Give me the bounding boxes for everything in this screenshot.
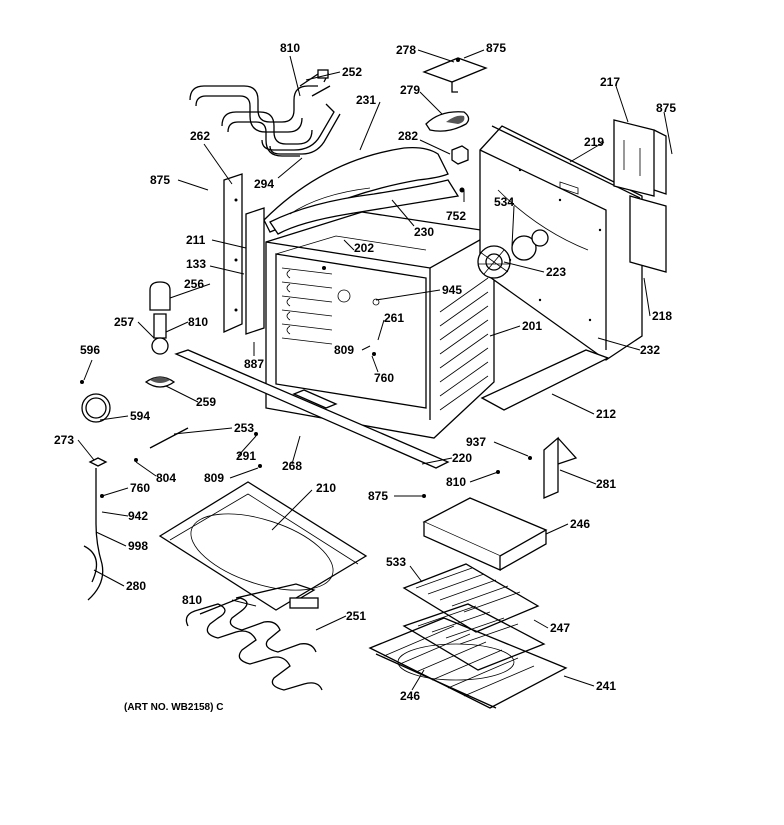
leader-lines bbox=[77, 49, 673, 691]
callout-label: 760 bbox=[130, 481, 150, 495]
callout-label: 262 bbox=[190, 129, 210, 143]
callout-label: 279 bbox=[400, 83, 420, 97]
callout-label: 942 bbox=[128, 509, 148, 523]
callout-label: 268 bbox=[282, 459, 302, 473]
callout-label: 278 bbox=[396, 43, 416, 57]
callout-label: 259 bbox=[196, 395, 216, 409]
callout-label: 256 bbox=[184, 277, 204, 291]
top-baffle bbox=[263, 146, 460, 235]
bottom-plates bbox=[174, 349, 610, 469]
callout-label: 251 bbox=[346, 609, 366, 623]
callout-labels: 810 252 278 875 279 231 262 282 217 875 … bbox=[54, 41, 676, 703]
callout-label: 533 bbox=[386, 555, 406, 569]
bracket-281 bbox=[422, 436, 578, 499]
callout-label: 804 bbox=[156, 471, 176, 485]
callout-label: 252 bbox=[342, 65, 362, 79]
callout-label: 810 bbox=[188, 315, 208, 329]
callout-label: 291 bbox=[236, 449, 256, 463]
callout-label: 210 bbox=[316, 481, 336, 495]
callout-label: 247 bbox=[550, 621, 570, 635]
side-shields bbox=[223, 173, 265, 335]
callout-label: 211 bbox=[186, 233, 206, 247]
convection-fan bbox=[477, 229, 549, 279]
callout-label: 887 bbox=[244, 357, 264, 371]
callout-label: 230 bbox=[414, 225, 434, 239]
callout-label: 810 bbox=[182, 593, 202, 607]
callout-label: 253 bbox=[234, 421, 254, 435]
callout-label: 875 bbox=[150, 173, 170, 187]
broil-element bbox=[189, 69, 341, 157]
callout-label: 810 bbox=[280, 41, 300, 55]
callout-label: 998 bbox=[128, 539, 148, 553]
callout-label: 232 bbox=[640, 343, 660, 357]
art-number: (ART NO. WB2158) C bbox=[124, 702, 223, 713]
callout-label: 752 bbox=[446, 209, 466, 223]
outer-wrapper bbox=[479, 125, 643, 361]
callout-label: 261 bbox=[384, 311, 404, 325]
oven-cavity bbox=[265, 211, 495, 439]
bake-element bbox=[185, 583, 323, 691]
left-small-parts bbox=[80, 281, 262, 601]
callout-label: 219 bbox=[584, 135, 604, 149]
callout-label: 294 bbox=[254, 177, 274, 191]
callout-label: 596 bbox=[80, 343, 100, 357]
oven-bottom bbox=[158, 481, 368, 611]
callout-label: 945 bbox=[442, 283, 462, 297]
callout-label: 282 bbox=[398, 129, 418, 143]
callout-label: 273 bbox=[54, 433, 74, 447]
callout-label: 223 bbox=[546, 265, 566, 279]
callout-label: 809 bbox=[204, 471, 224, 485]
callout-label: 220 bbox=[452, 451, 472, 465]
callout-label: 809 bbox=[334, 343, 354, 357]
callout-label: 760 bbox=[374, 371, 394, 385]
callout-label: 875 bbox=[486, 41, 506, 55]
broiler-pan-insert bbox=[422, 497, 548, 572]
small-top-parts bbox=[422, 57, 488, 193]
callout-label: 231 bbox=[356, 93, 376, 107]
callout-label: 875 bbox=[656, 101, 676, 115]
callout-label: 594 bbox=[130, 409, 150, 423]
callout-label: 133 bbox=[186, 257, 206, 271]
callout-label: 246 bbox=[400, 689, 420, 703]
callout-label: 246 bbox=[570, 517, 590, 531]
callout-label: 202 bbox=[354, 241, 374, 255]
callout-label: 280 bbox=[126, 579, 146, 593]
callout-label: 810 bbox=[446, 475, 466, 489]
callout-label: 241 bbox=[596, 679, 616, 693]
callout-label: 212 bbox=[596, 407, 616, 421]
callout-label: 281 bbox=[596, 477, 616, 491]
callout-label: 937 bbox=[466, 435, 486, 449]
callout-label: 201 bbox=[522, 319, 542, 333]
callout-label: 534 bbox=[494, 195, 514, 209]
callout-label: 875 bbox=[368, 489, 388, 503]
callout-label: 257 bbox=[114, 315, 134, 329]
oven-racks bbox=[368, 563, 568, 709]
side-brackets bbox=[613, 119, 667, 273]
callout-label: 217 bbox=[600, 75, 620, 89]
callout-label: 218 bbox=[652, 309, 672, 323]
